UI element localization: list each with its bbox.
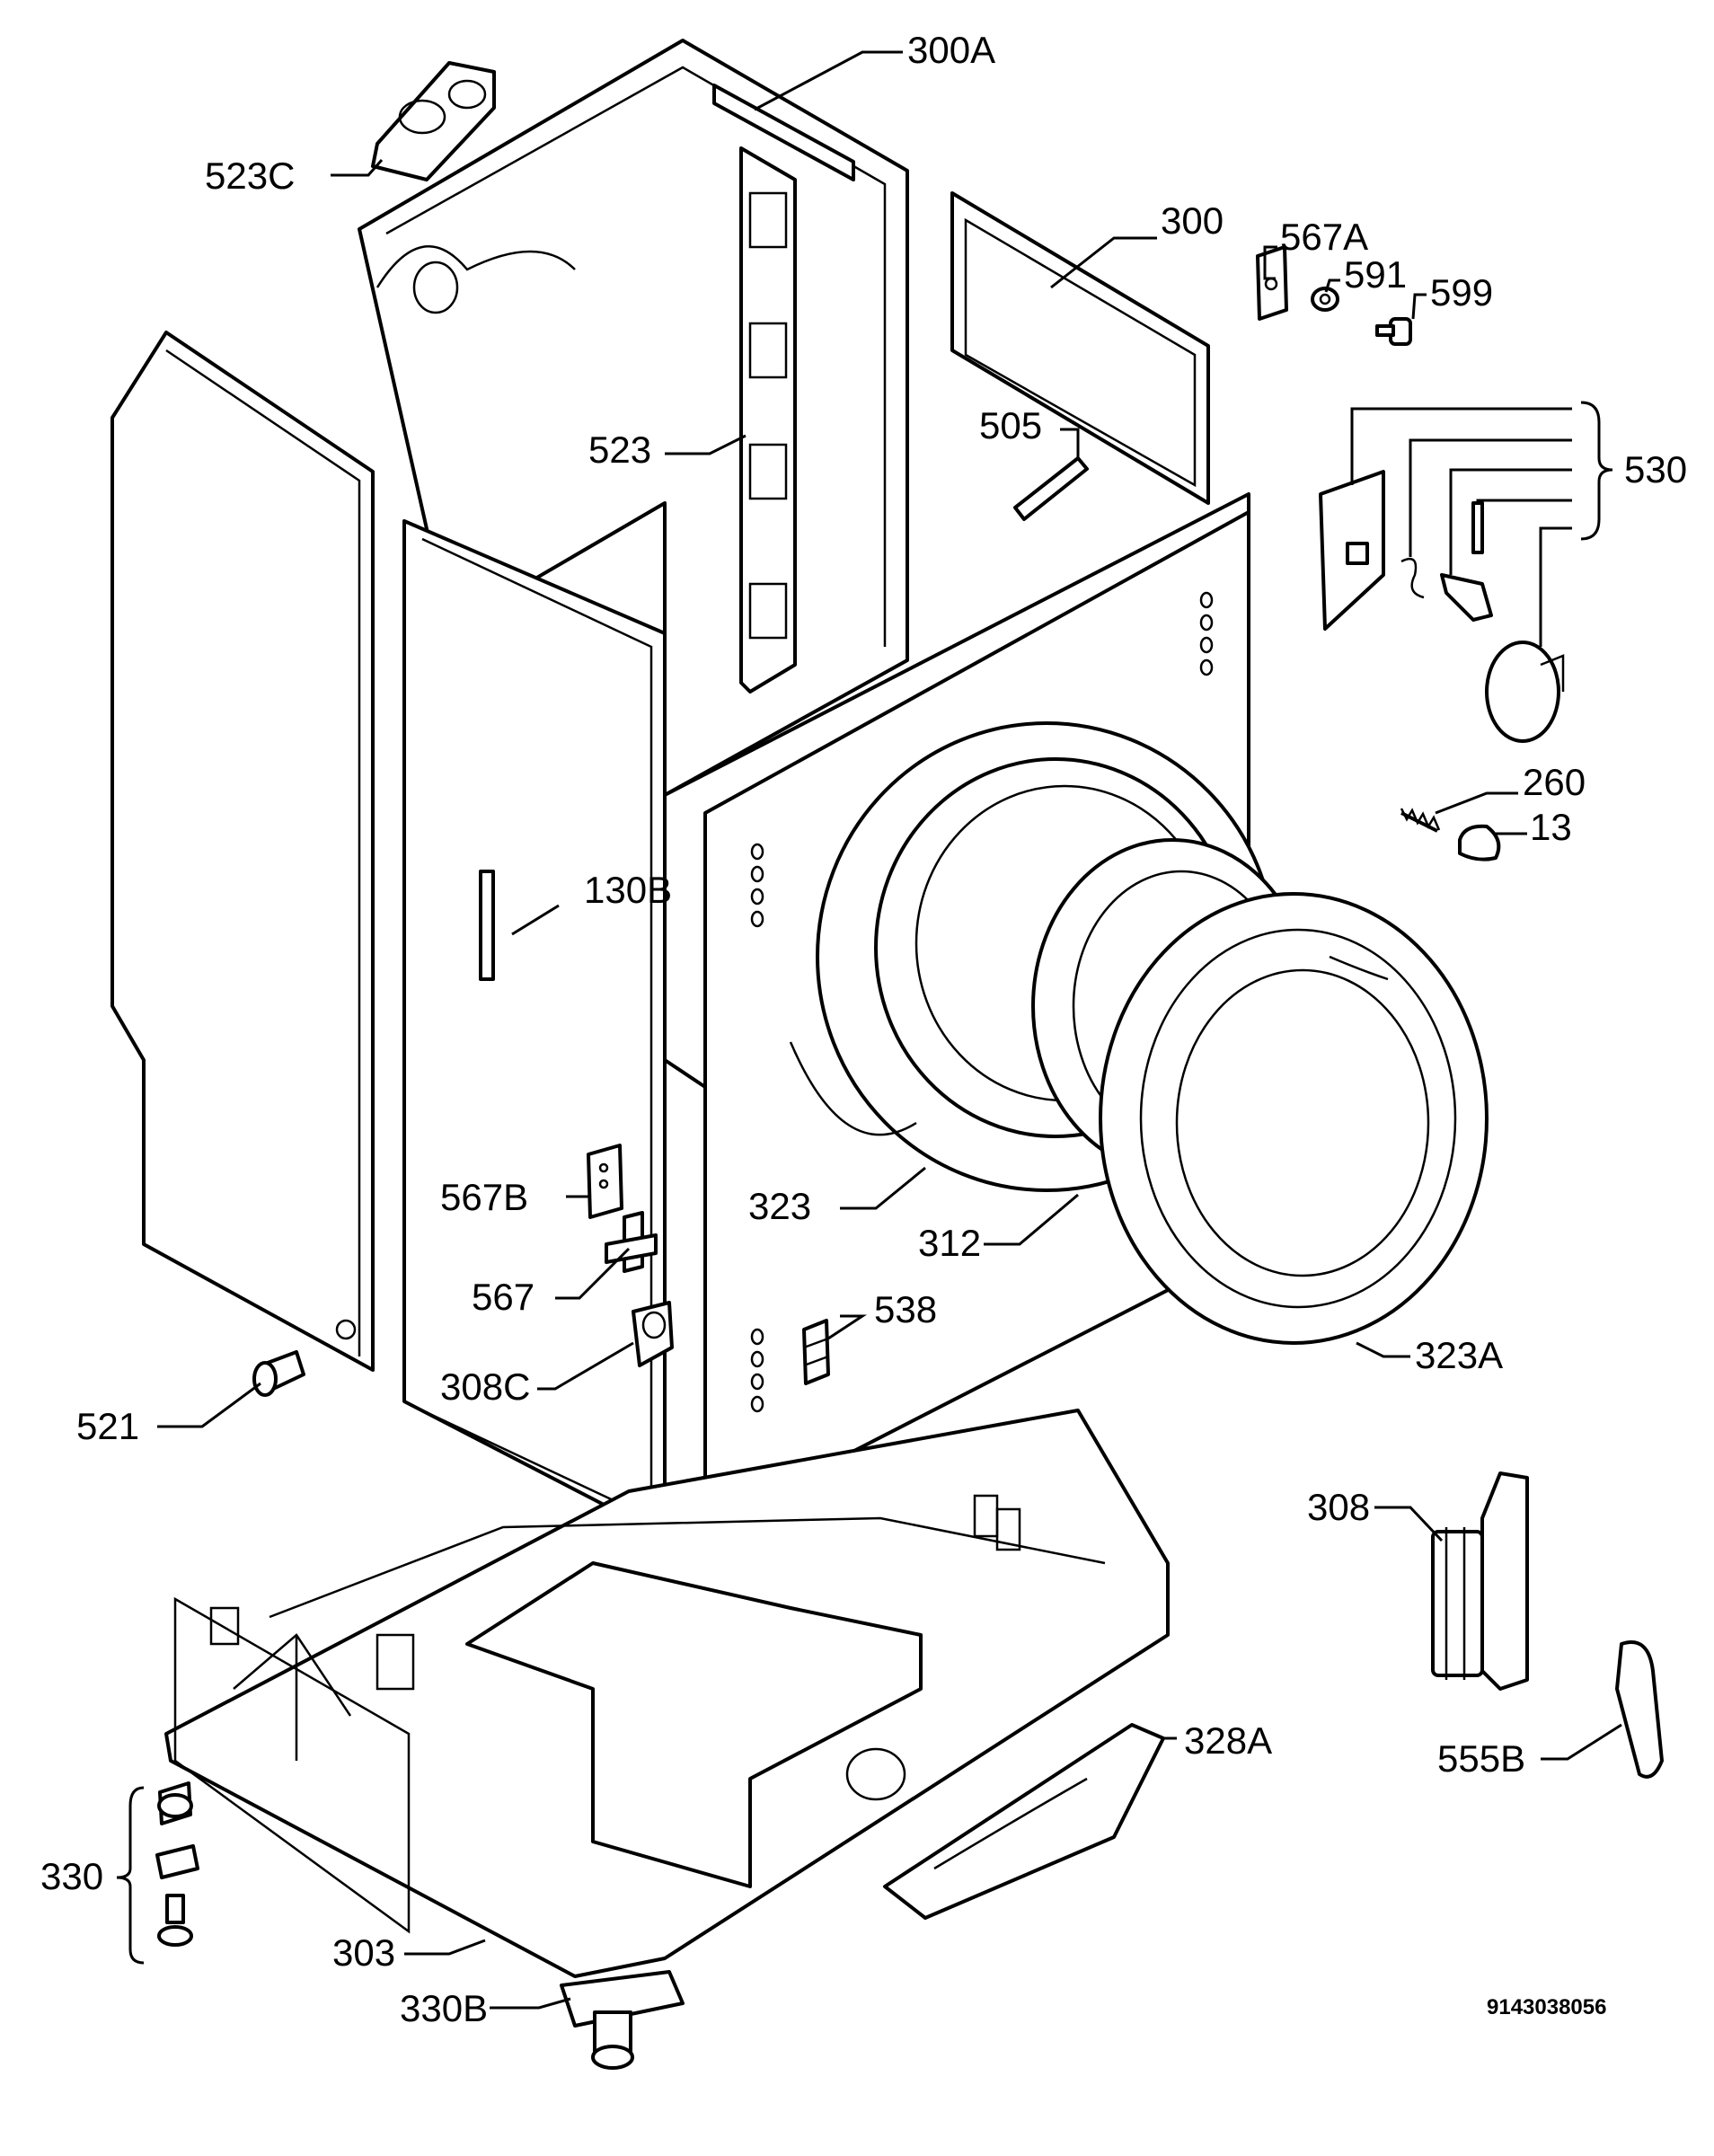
drawing-code: 9143038056 <box>1487 1995 1606 2019</box>
label-323: 323 <box>748 1185 811 1227</box>
label-308: 308 <box>1307 1486 1370 1528</box>
label-323A: 323A <box>1415 1334 1503 1376</box>
switch-308C <box>632 1301 674 1367</box>
terminal-567B <box>587 1144 623 1219</box>
connector-538 <box>802 1319 830 1385</box>
label-312: 312 <box>918 1222 981 1264</box>
label-300A: 300A <box>907 29 995 71</box>
washer-591 <box>1311 287 1339 312</box>
label-523C: 523C <box>205 155 295 197</box>
cover-555B <box>1615 1640 1664 1779</box>
label-555B: 555B <box>1437 1737 1525 1780</box>
label-328A: 328A <box>1184 1719 1272 1762</box>
label-330: 330 <box>40 1855 103 1897</box>
label-523: 523 <box>588 429 651 471</box>
label-567: 567 <box>472 1276 535 1318</box>
label-330B: 330B <box>400 1987 488 2029</box>
spring-260 <box>1400 808 1441 833</box>
label-300: 300 <box>1161 199 1224 242</box>
leader-lines <box>116 50 1622 2010</box>
left-panel <box>110 331 375 1372</box>
label-303: 303 <box>332 1931 395 1974</box>
door-323A <box>1099 892 1489 1345</box>
label-130B: 130B <box>584 869 672 911</box>
label-530: 530 <box>1624 448 1687 490</box>
label-13: 13 <box>1530 806 1572 848</box>
label-567A: 567A <box>1280 216 1368 258</box>
label-599: 599 <box>1430 271 1493 314</box>
foot-330B <box>560 1970 685 2070</box>
part-labels: 300A 523C 300 567A 591 599 505 523 530 2… <box>40 29 1687 2029</box>
handle-523C <box>371 61 496 181</box>
screw-599 <box>1375 317 1412 346</box>
plate-567A <box>1256 245 1288 321</box>
label-260: 260 <box>1523 761 1586 803</box>
fasteners-330 <box>155 1781 199 1947</box>
base-frame-303 <box>164 1409 1170 1978</box>
label-567B: 567B <box>440 1176 528 1218</box>
label-308C: 308C <box>440 1365 530 1408</box>
label-521: 521 <box>76 1405 139 1447</box>
door-lock-parts-530 <box>1319 470 1565 743</box>
label-505: 505 <box>979 404 1042 446</box>
label-538: 538 <box>874 1288 937 1330</box>
label-591: 591 <box>1344 253 1407 296</box>
pin-505 <box>1013 456 1089 521</box>
cover-plate-328A <box>883 1723 1165 1920</box>
button-13 <box>1458 824 1501 862</box>
hinge-308 <box>1431 1471 1529 1691</box>
screw-521 <box>252 1350 305 1397</box>
